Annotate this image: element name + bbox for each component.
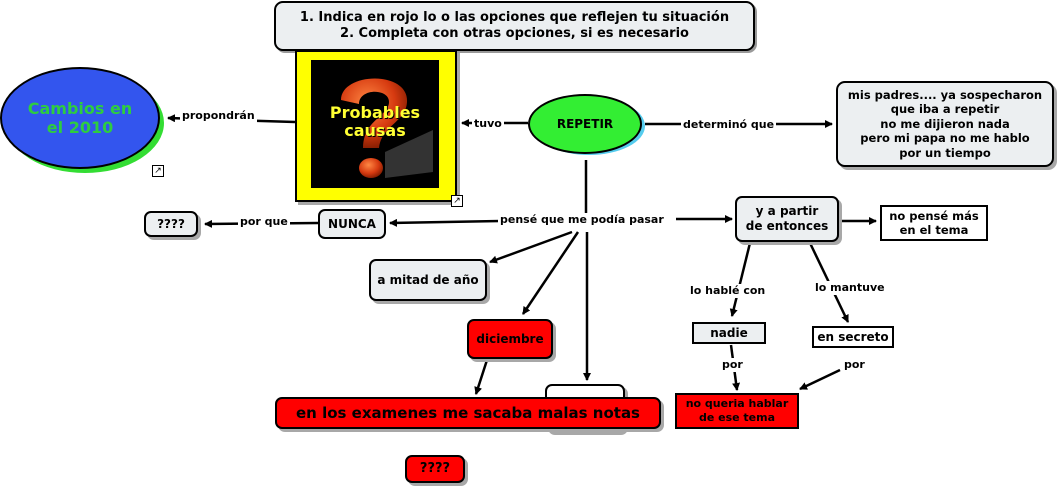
question-bottom-node[interactable]: ???? — [405, 455, 465, 483]
diciembre-node[interactable]: diciembre — [467, 319, 553, 359]
probables-shortcut-icon[interactable]: ↗ — [451, 195, 463, 207]
link-label-por-2: por — [842, 358, 867, 372]
no-queria-node[interactable]: no queria hablar de ese tema — [675, 393, 799, 429]
cambios-shortcut-icon[interactable]: ↗ — [152, 165, 164, 177]
padres-line-3: no me dijieron nada — [880, 116, 1010, 131]
no-pense-line-1: no pensé más — [889, 208, 979, 223]
secreto-node[interactable]: en secreto — [812, 326, 894, 348]
probables-node[interactable]: Probables causas — [295, 50, 457, 202]
instruction-line-2: 2. Completa con otras opciones, si es ne… — [340, 26, 689, 41]
probables-line-1: Probables — [329, 103, 421, 122]
repetir-label: REPETIR — [556, 117, 614, 131]
diciembre-label: diciembre — [476, 331, 544, 346]
instruction-line-1: 1. Indica en rojo lo o las opciones que … — [299, 9, 730, 25]
padres-line-4: pero mi papa no me hablo — [860, 131, 1030, 146]
cambios-line-1: Cambios en — [27, 99, 133, 118]
entonces-line-2: de entonces — [745, 219, 829, 233]
link-label-tuvo: tuvo — [472, 117, 504, 131]
link-label-propondran: propondrán — [180, 109, 257, 123]
link-label-determino: determinó que — [681, 118, 777, 132]
no-pense-line-2: en el tema — [899, 223, 969, 237]
cambios-node[interactable]: Cambios en el 2010 — [0, 67, 160, 169]
nunca-node[interactable]: NUNCA — [318, 209, 386, 239]
question-left-label: ???? — [157, 216, 185, 231]
examenes-label: en los examenes me sacaba malas notas — [296, 403, 640, 422]
no-pense-node[interactable]: no pensé más en el tema — [880, 205, 988, 241]
no-queria-line-2: de ese tema — [698, 411, 776, 424]
padres-line-5: por un tiempo — [899, 145, 991, 160]
padres-line-2: que iba a repetir — [890, 102, 1000, 117]
link-label-por-1: por — [720, 358, 745, 372]
probables-image: Probables causas — [311, 60, 439, 188]
instructions-box: 1. Indica en rojo lo o las opciones que … — [274, 1, 755, 51]
secreto-label: en secreto — [817, 329, 889, 344]
examenes-node[interactable]: en los examenes me sacaba malas notas — [275, 397, 661, 429]
entonces-line-1: y a partir — [755, 204, 819, 218]
link-label-por-que: por que — [238, 215, 290, 229]
mitad-label: a mitad de año — [377, 272, 479, 287]
padres-line-1: mis padres.... ya sospecharon — [847, 88, 1043, 103]
repetir-node[interactable]: REPETIR — [528, 94, 642, 154]
entonces-node[interactable]: y a partir de entonces — [735, 196, 839, 242]
link-label-mantuve: lo mantuve — [813, 281, 887, 295]
link-label-hable-con: lo hablé con — [688, 284, 768, 298]
nunca-label: NUNCA — [328, 216, 376, 231]
padres-node[interactable]: mis padres.... ya sospecharon que iba a … — [836, 81, 1054, 167]
no-queria-line-1: no queria hablar — [685, 397, 789, 411]
question-bottom-label: ???? — [419, 460, 451, 476]
nadie-label: nadie — [710, 325, 748, 340]
mitad-node[interactable]: a mitad de año — [369, 259, 487, 301]
question-left-node[interactable]: ???? — [144, 211, 198, 237]
nadie-node[interactable]: nadie — [692, 322, 766, 344]
question-mark-icon — [341, 78, 433, 178]
probables-line-2: causas — [344, 121, 406, 140]
link-label-pense: pensé que me podía pasar — [498, 213, 666, 227]
cambios-line-2: el 2010 — [46, 118, 114, 137]
